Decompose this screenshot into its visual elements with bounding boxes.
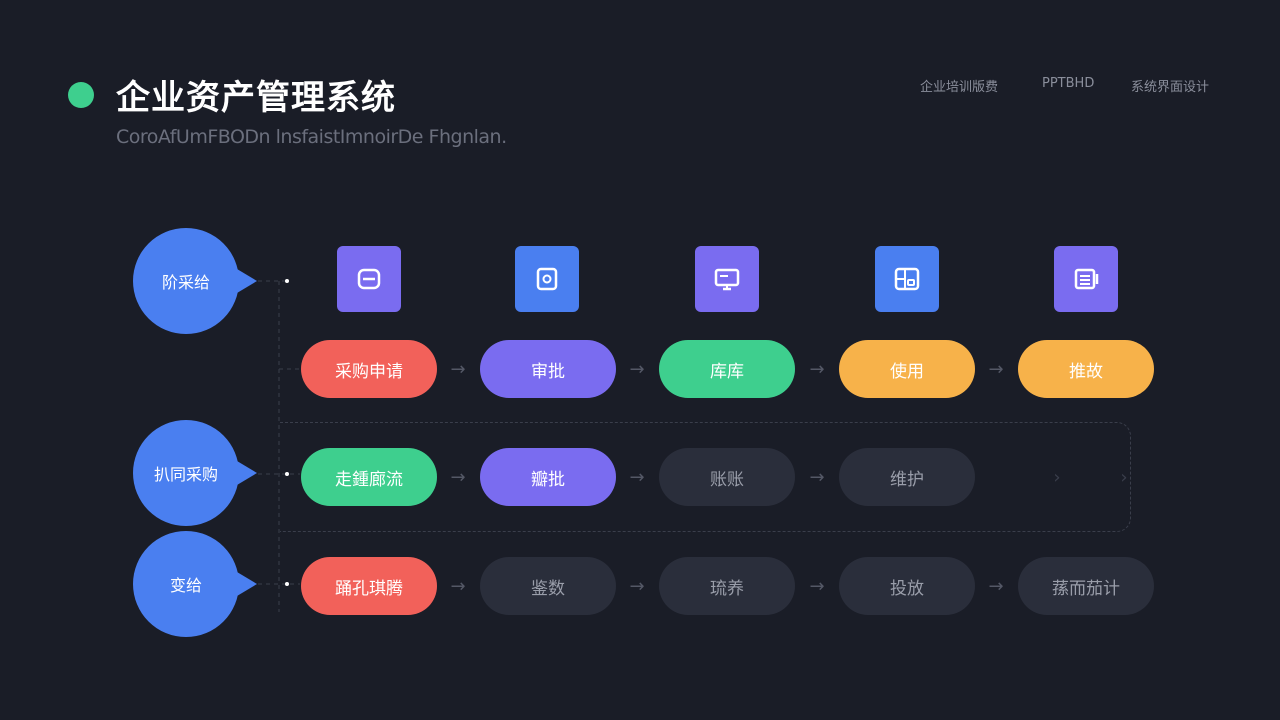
page-title: 企业资产管理系统 — [116, 78, 396, 118]
step-transfer[interactable]: 琉养 — [659, 557, 795, 615]
bubble-tail — [237, 461, 257, 485]
group-frame — [280, 422, 1131, 532]
bubble-tail — [237, 269, 257, 293]
arrow-right-icon: → — [629, 466, 645, 488]
layout-icon[interactable] — [875, 246, 939, 312]
arrow-right-icon: → — [809, 575, 825, 597]
arrow-right-icon: → — [809, 466, 825, 488]
step-contract-flow[interactable]: 走鍾廊流 — [301, 448, 437, 506]
arrow-right-icon: → — [629, 575, 645, 597]
step-contract-approval[interactable]: 瓣批 — [480, 448, 616, 506]
arrow-right-icon: → — [809, 358, 825, 380]
step-deploy[interactable]: 投放 — [839, 557, 975, 615]
nav-item-ui-design[interactable]: 系统界面设计 — [1131, 80, 1210, 95]
nav-item-ppt[interactable]: PPTBHD — [1042, 76, 1095, 91]
arrow-right-icon: → — [450, 575, 466, 597]
step-warehouse[interactable]: 库库 — [659, 340, 795, 398]
nav-item-training[interactable]: 企业培训版费 — [920, 80, 999, 95]
step-change-request[interactable]: 踊孔琪腾 — [301, 557, 437, 615]
step-statistics[interactable]: 蓀而茄计 — [1018, 557, 1154, 615]
arrow-right-icon: → — [629, 358, 645, 380]
monitor-icon[interactable] — [695, 246, 759, 312]
row-label-text: 变给 — [169, 576, 202, 595]
bubble-tail — [237, 572, 257, 596]
page-subtitle: CoroAfUmFBODn lnsfaistImnoirDe Fhgnlan. — [116, 126, 507, 148]
arrow-right-icon: → — [988, 358, 1004, 380]
arrow-right-icon: → — [450, 358, 466, 380]
box-icon[interactable] — [337, 246, 401, 312]
title-dot — [68, 82, 94, 108]
list-icon[interactable] — [1054, 246, 1118, 312]
row-label-change[interactable]: 变给 — [133, 531, 239, 637]
step-purchase-request[interactable]: 采购申请 — [301, 340, 437, 398]
chevron-right-icon: › — [1120, 466, 1128, 488]
arrow-right-icon: → — [450, 466, 466, 488]
arrow-right-icon: → — [988, 575, 1004, 597]
step-disposal[interactable]: 推故 — [1018, 340, 1154, 398]
step-accounting[interactable]: 账账 — [659, 448, 795, 506]
row-label-text: 阶采给 — [161, 273, 210, 292]
row-label-contract-procurement[interactable]: 扒同采购 — [133, 420, 239, 526]
row-label-procurement[interactable]: 阶采给 — [133, 228, 239, 334]
step-approval[interactable]: 审批 — [480, 340, 616, 398]
step-maintenance[interactable]: 维护 — [839, 448, 975, 506]
document-icon[interactable] — [515, 246, 579, 312]
step-use[interactable]: 使用 — [839, 340, 975, 398]
step-appraisal[interactable]: 鉴数 — [480, 557, 616, 615]
chevron-right-icon: › — [1053, 466, 1061, 488]
row-label-text: 扒同采购 — [153, 465, 218, 484]
